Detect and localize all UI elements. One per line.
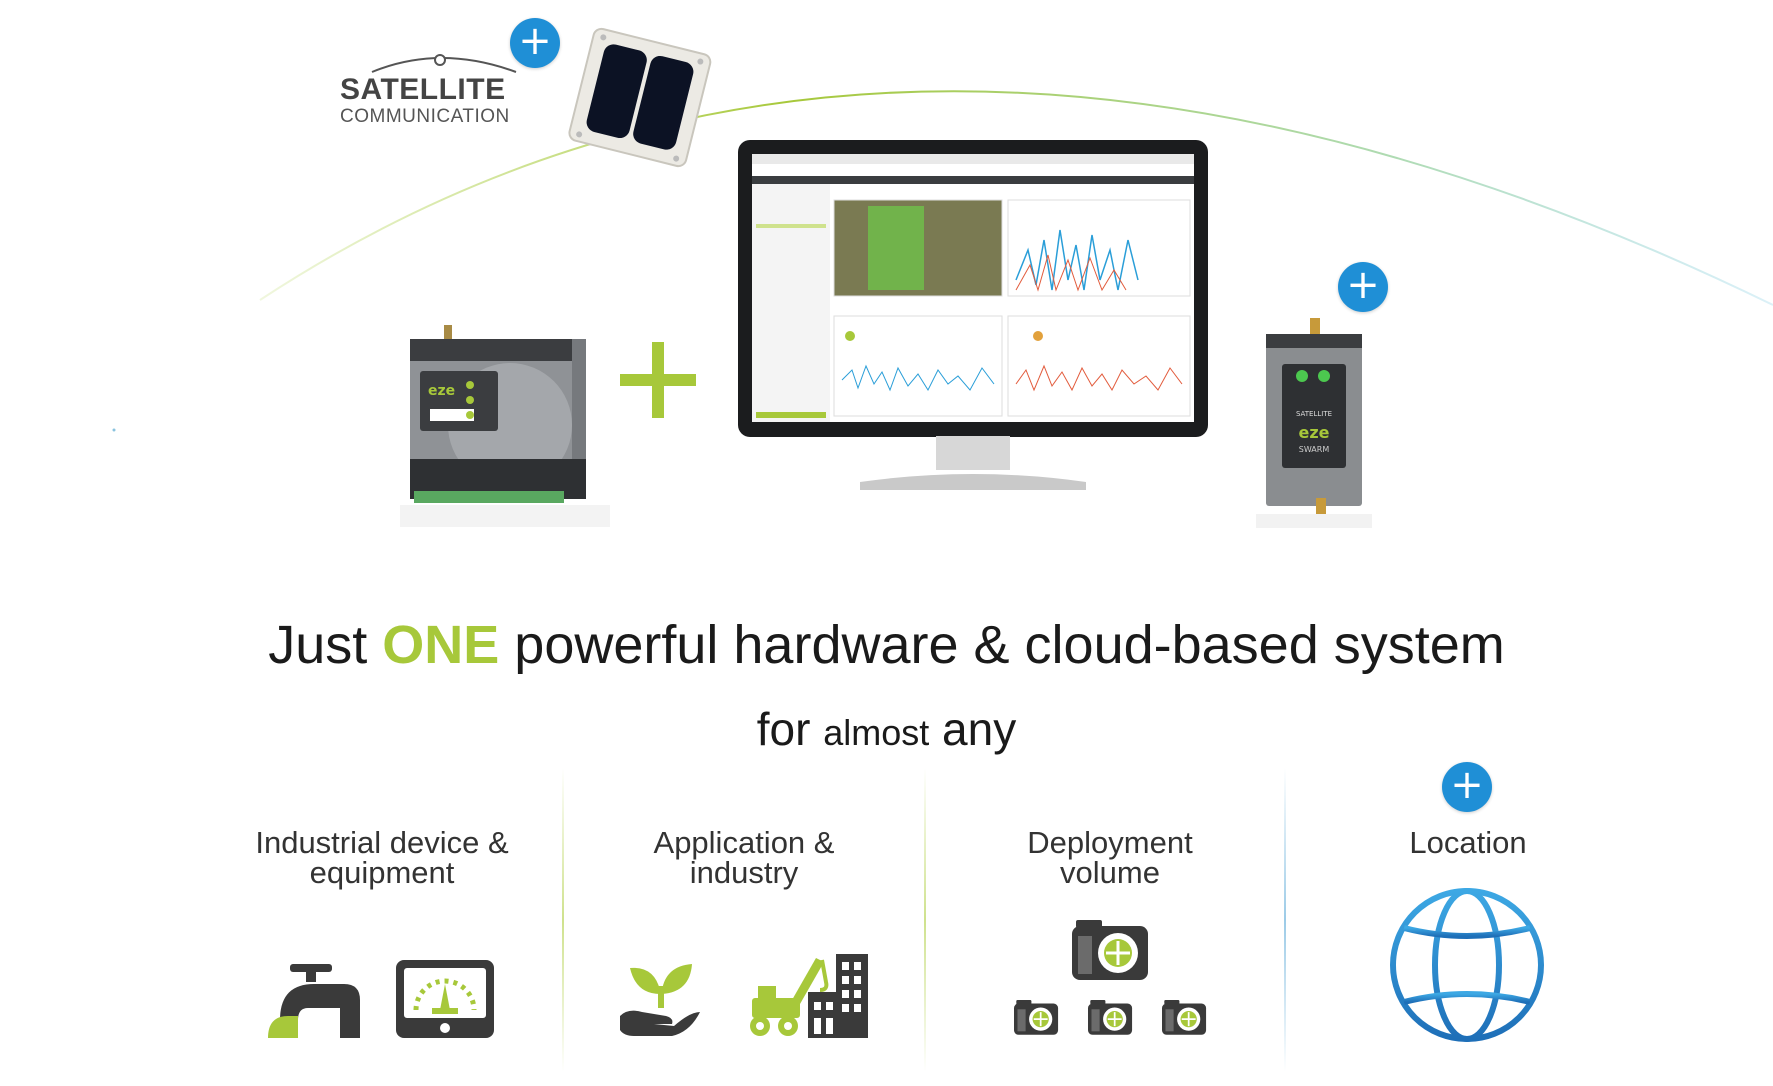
column-application-title: Application & industry (653, 825, 835, 890)
svg-text:eze: eze (1298, 423, 1329, 442)
svg-text:SWARM: SWARM (1299, 445, 1330, 454)
swarm-plus-badge: + (1338, 262, 1388, 312)
subline-pre: for (756, 703, 824, 755)
globe-icon (1390, 888, 1544, 1042)
headline-pre: Just (268, 615, 383, 675)
column-divider-1 (562, 768, 564, 1072)
gauge-monitor-icon (396, 960, 494, 1038)
satellite-plus-badge: + (510, 18, 560, 68)
column-divider-2 (924, 768, 926, 1072)
column-deployment-title: Deployment volume (1027, 825, 1193, 890)
column-divider-3 (1284, 768, 1286, 1072)
headline: Just ONE powerful hardware & cloud-based… (0, 614, 1773, 676)
satellite-title: SATELLITE (340, 73, 506, 106)
device-cluster-icon (1013, 920, 1207, 1036)
swarm-device-image: SATELLITE eze SWARM (1256, 318, 1372, 528)
headline-accent: ONE (382, 615, 500, 675)
headline-post: powerful hardware & cloud-based system (499, 615, 1505, 675)
subline: for almost any (0, 702, 1773, 756)
subline-post: any (929, 703, 1017, 755)
satellite-image (568, 27, 712, 168)
satellite-subtitle: COMMUNICATION (340, 106, 510, 127)
orbit-icon (371, 54, 517, 73)
svg-text:SATELLITE: SATELLITE (1296, 410, 1332, 418)
column-industrial-title: Industrial device & equipment (255, 825, 509, 890)
faucet-icon (268, 964, 360, 1038)
subline-small: almost (823, 712, 930, 753)
satellite-logo: SATELLITE COMMUNICATION (340, 52, 530, 128)
plant-in-hand-icon (620, 964, 700, 1036)
gateway-device-image: eze (400, 325, 610, 527)
monitor-dashboard-image (738, 140, 1208, 490)
svg-text:eze: eze (428, 383, 455, 399)
construction-city-icon (750, 954, 868, 1038)
column-location-title: Location (1409, 825, 1527, 860)
location-plus-badge: + (1442, 762, 1492, 812)
plus-sign (620, 342, 696, 418)
